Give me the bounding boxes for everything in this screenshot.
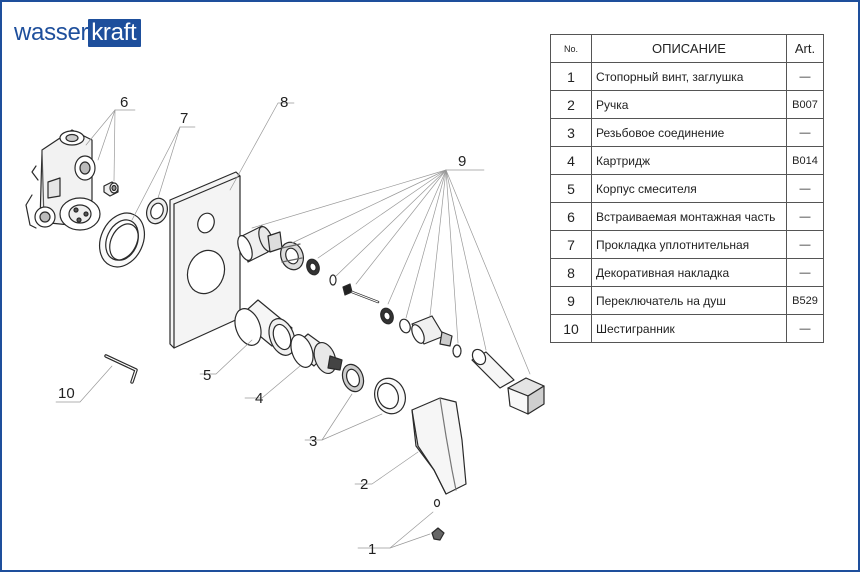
row-description: Прокладка уплотнительная	[591, 230, 787, 259]
row-art: —	[786, 202, 824, 231]
parts-table: No. ОПИСАНИЕ Art. 1 Стопорный винт, загл…	[550, 34, 824, 343]
callout-2: 2	[360, 476, 368, 493]
callout-labels: 6 7 8 9 5 4 3 2 1 10	[58, 94, 466, 558]
header-art: Art.	[786, 34, 824, 63]
callout-7: 7	[180, 110, 188, 127]
part-7-large-seal	[98, 212, 146, 268]
row-art: B014	[786, 146, 824, 175]
table-row: 10 Шестигранник —	[550, 314, 824, 343]
table-row: 4 Картридж B014	[550, 146, 824, 175]
callout-6: 6	[120, 94, 128, 111]
row-description: Ручка	[591, 90, 787, 119]
part-9-ring-small	[452, 344, 462, 358]
callout-3: 3	[309, 433, 317, 450]
row-no: 6	[550, 202, 592, 231]
row-no: 5	[550, 174, 592, 203]
part-8-decorative-plate	[169, 171, 241, 349]
row-no: 4	[550, 146, 592, 175]
row-no: 9	[550, 286, 592, 315]
table-row: 6 Встраиваемая монтажная часть —	[550, 202, 824, 231]
table-row: 2 Ручка B007	[550, 90, 824, 119]
row-no: 10	[550, 314, 592, 343]
table-row: 5 Корпус смесителя —	[550, 174, 824, 203]
part-9-cap	[507, 377, 545, 415]
row-description: Переключатель на душ	[591, 286, 787, 315]
header-no: No.	[550, 34, 592, 63]
part-9-nut	[306, 258, 320, 276]
part-7-small-seal	[146, 197, 168, 225]
row-art: B529	[786, 286, 824, 315]
table-row: 8 Декоративная накладка —	[550, 258, 824, 287]
callout-5: 5	[203, 367, 211, 384]
row-description: Шестигранник	[591, 314, 787, 343]
header-description: ОПИСАНИЕ	[591, 34, 787, 63]
part-4-cartridge	[290, 333, 343, 375]
part-9-washer	[399, 318, 411, 334]
table-row: 9 Переключатель на душ B529	[550, 286, 824, 315]
row-no: 2	[550, 90, 592, 119]
table-row: 3 Резьбовое соединение —	[550, 118, 824, 147]
part-2-handle	[411, 397, 467, 495]
parts-table-header: No. ОПИСАНИЕ Art.	[550, 34, 824, 63]
part-9-pin	[342, 283, 380, 304]
part-9-sleeve	[471, 348, 515, 389]
row-no: 8	[550, 258, 592, 287]
part-9-diverter-body	[237, 225, 283, 263]
row-description: Резьбовое соединение	[591, 118, 787, 147]
callout-9: 9	[458, 153, 466, 170]
brand-logo-kraft: kraft	[88, 19, 142, 47]
row-description: Картридж	[591, 146, 787, 175]
part-10-hex-key	[104, 354, 138, 384]
part-6-plug	[103, 181, 119, 197]
row-art: —	[786, 174, 824, 203]
row-art: —	[786, 314, 824, 343]
row-art: —	[786, 258, 824, 287]
callout-1: 1	[368, 541, 376, 558]
part-9-threaded-ring	[280, 241, 304, 271]
part-9-o-ring	[380, 307, 394, 325]
part-1-plug	[431, 527, 445, 541]
callout-10: 10	[58, 385, 75, 402]
row-no: 7	[550, 230, 592, 259]
callout-4: 4	[255, 390, 263, 407]
leader-lines	[55, 102, 531, 549]
row-art: B007	[786, 90, 824, 119]
table-row: 7 Прокладка уплотнительная —	[550, 230, 824, 259]
row-art: —	[786, 62, 824, 91]
row-art: —	[786, 118, 824, 147]
part-3-threaded-ring	[341, 363, 365, 393]
part-6-mounting-body	[25, 129, 101, 231]
table-row: 1 Стопорный винт, заглушка —	[550, 62, 824, 91]
part-5-mixer-body	[234, 299, 296, 356]
row-description: Встраиваемая монтажная часть	[591, 202, 787, 231]
callout-8: 8	[280, 94, 288, 111]
row-art: —	[786, 230, 824, 259]
row-no: 1	[550, 62, 592, 91]
row-description: Декоративная накладка	[591, 258, 787, 287]
row-description: Корпус смесителя	[591, 174, 787, 203]
part-9-small-ring	[329, 274, 337, 286]
part-1-screw	[433, 498, 441, 508]
row-no: 3	[550, 118, 592, 147]
part-9-spindle	[411, 315, 453, 347]
brand-logo-wasser: wasser	[14, 19, 89, 46]
row-description: Стопорный винт, заглушка	[591, 62, 787, 91]
part-3-cap-ring	[374, 377, 406, 415]
